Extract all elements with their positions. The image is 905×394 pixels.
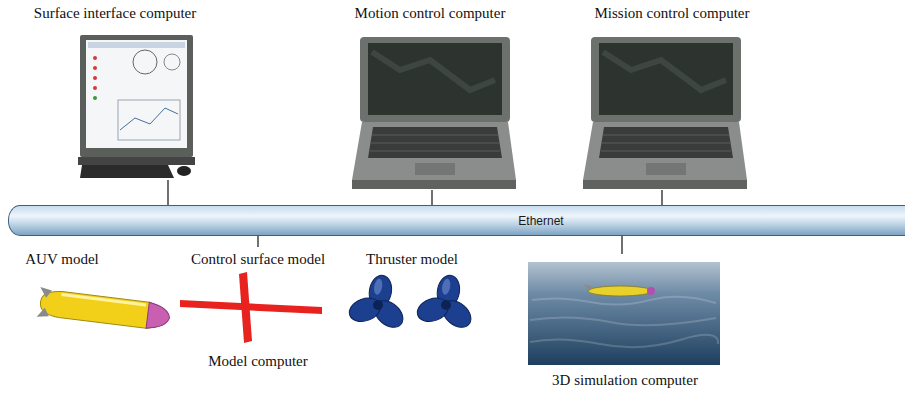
gauge bbox=[164, 54, 180, 70]
auv-nose bbox=[146, 302, 171, 330]
network-bus: Ethernet bbox=[8, 205, 905, 236]
computer-picture: 3D simulation computer bbox=[524, 254, 724, 390]
sim-auv-fin bbox=[584, 284, 592, 291]
node-label: Mission control computer bbox=[595, 4, 750, 22]
network-link bbox=[621, 236, 622, 254]
monitor-base bbox=[78, 157, 195, 165]
status-dot bbox=[93, 56, 97, 60]
computer-picture: Surface interface computer bbox=[25, 2, 205, 180]
keyboard bbox=[80, 165, 174, 178]
network-link bbox=[431, 190, 432, 205]
mission-laptop bbox=[583, 37, 747, 189]
node-label: 3D simulation computer bbox=[552, 371, 698, 389]
simulation-view bbox=[528, 262, 720, 365]
status-dot bbox=[93, 76, 97, 80]
control-surface-picture bbox=[180, 272, 322, 343]
node-label: Control surface model bbox=[191, 250, 325, 268]
node-label: AUV model bbox=[25, 250, 98, 268]
computer-picture: Mission control computer bbox=[578, 2, 763, 190]
network-link bbox=[257, 236, 258, 247]
auv-fin bbox=[37, 307, 50, 318]
network-link bbox=[661, 190, 662, 205]
node-label: Surface interface computer bbox=[34, 4, 196, 22]
model-part: AUV model bbox=[12, 249, 172, 335]
thruster-propeller bbox=[414, 274, 476, 333]
horizontal-fin bbox=[180, 300, 322, 314]
auv-picture bbox=[37, 287, 172, 333]
model-part: Control surface model bbox=[176, 249, 329, 345]
monitor-bezel bbox=[80, 35, 193, 157]
mouse bbox=[177, 166, 191, 176]
computer-picture: Motion control computer bbox=[345, 2, 522, 190]
auv-fin bbox=[39, 287, 52, 298]
motion-laptop bbox=[352, 37, 516, 189]
monitor-screen bbox=[86, 40, 187, 148]
sim-auv-hull bbox=[588, 286, 652, 296]
plot-panel bbox=[118, 100, 180, 140]
vertical-fin bbox=[239, 272, 252, 343]
status-dot bbox=[93, 96, 97, 100]
node-label: Ethernet bbox=[518, 214, 563, 228]
node-label: Thruster model bbox=[366, 250, 458, 268]
sim-auv-nose bbox=[647, 287, 655, 295]
thruster-propeller bbox=[346, 274, 408, 333]
surface-monitor bbox=[78, 35, 195, 178]
status-dot bbox=[93, 66, 97, 70]
status-dot bbox=[93, 86, 97, 90]
window-bar bbox=[88, 42, 185, 48]
plot-line bbox=[120, 108, 178, 130]
gauge bbox=[133, 50, 157, 74]
model-part: Thruster model bbox=[340, 249, 485, 341]
sea-background bbox=[528, 262, 720, 365]
auv-highlight bbox=[62, 295, 146, 305]
node-label: Motion control computer bbox=[355, 4, 506, 22]
auv-hull bbox=[39, 289, 163, 330]
model-group: Model computer AUV model Control surface m… bbox=[8, 247, 502, 373]
node-label: Model computer bbox=[208, 352, 308, 370]
network-link bbox=[167, 180, 168, 205]
waves bbox=[530, 297, 718, 348]
